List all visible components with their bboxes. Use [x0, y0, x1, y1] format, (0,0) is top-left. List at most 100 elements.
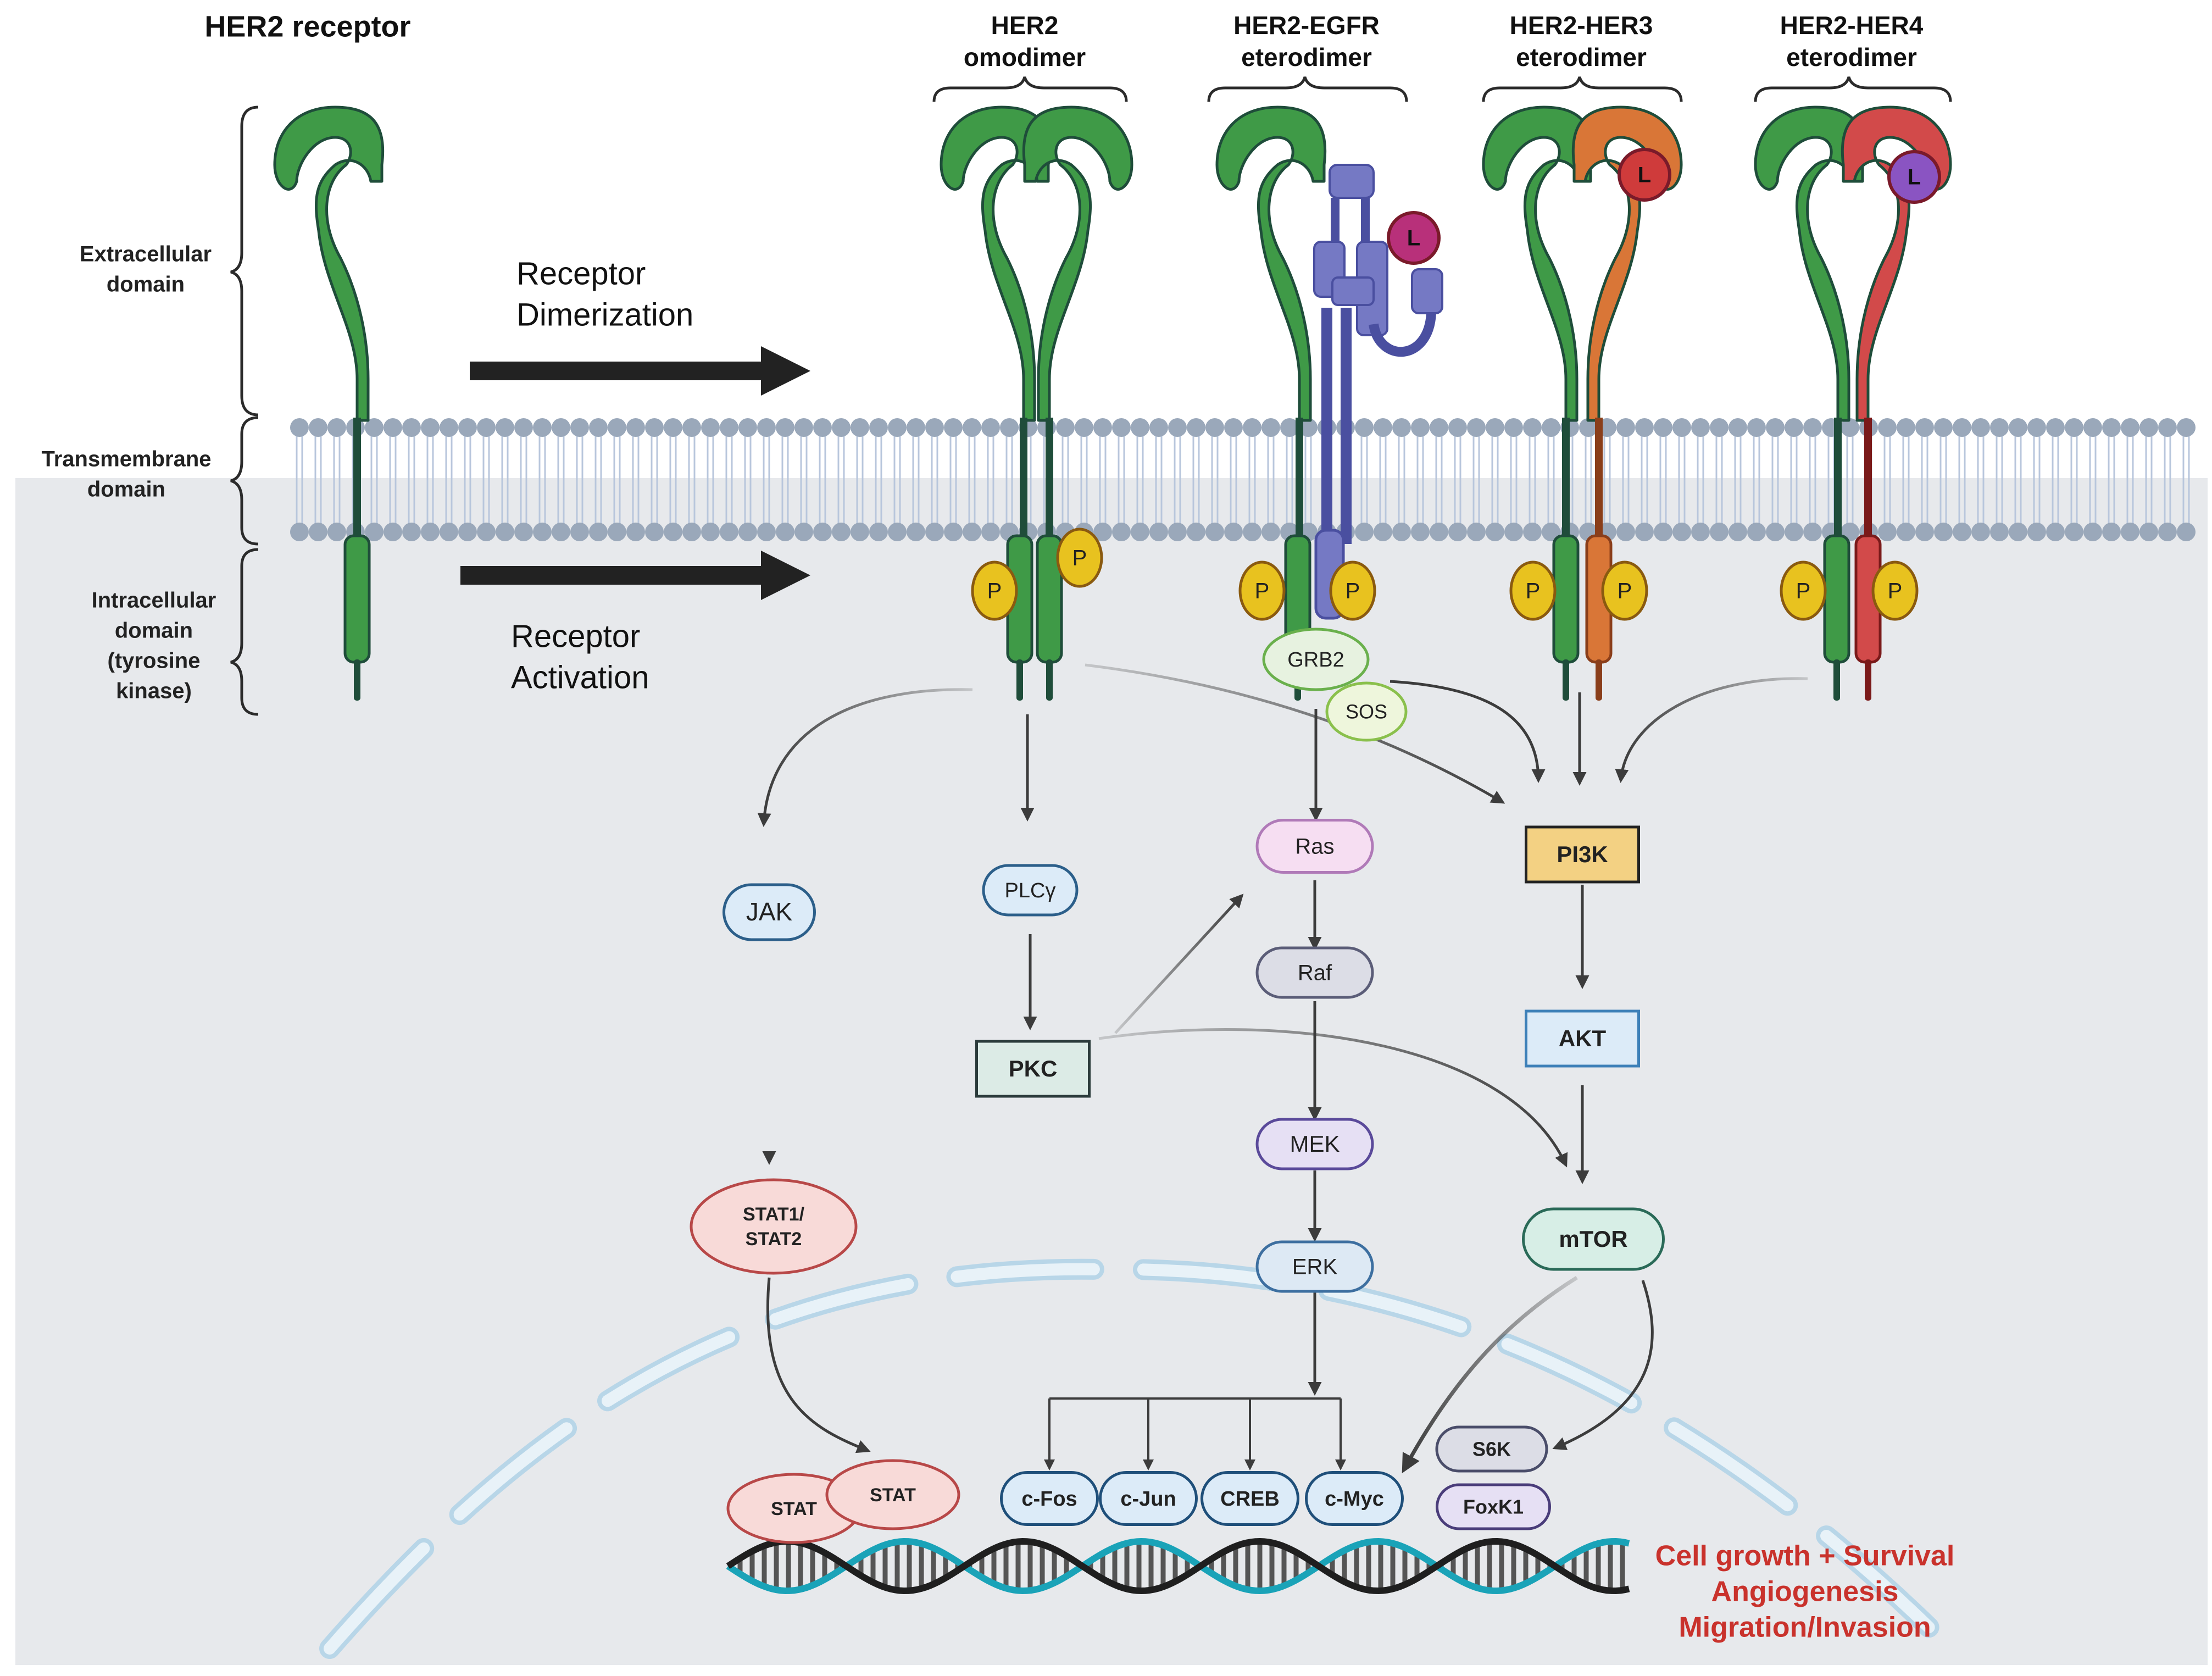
homodimer-phospho-left: P [971, 560, 1018, 621]
ligand-label: L [1638, 163, 1651, 187]
her2-monomer-kinase [343, 534, 371, 664]
sos-node-label: SOS [1346, 701, 1387, 723]
her3-phospho-right: P [1601, 560, 1648, 621]
dimer-title: eterodimer [1241, 43, 1372, 71]
raf-node-label: Raf [1298, 961, 1332, 985]
stat12-node-label-1: STAT1/ [743, 1204, 805, 1225]
her4-dimer-her2-kinase [1823, 534, 1850, 664]
homodimer-phospho-right: P [1056, 528, 1103, 588]
foxk1-node: FoxK1 [1436, 1483, 1551, 1530]
ras-node-label: Ras [1295, 835, 1334, 859]
creb-node-label: CREB [1220, 1488, 1280, 1511]
s6k-node-label: S6K [1472, 1438, 1511, 1461]
grb2-node-label: GRB2 [1287, 648, 1344, 671]
mek-node: MEK [1255, 1118, 1374, 1170]
phospho-label: P [1255, 579, 1270, 603]
her3-dimer-her2-kinase [1552, 534, 1580, 664]
pi3k-node-label: PI3K [1557, 841, 1608, 867]
intracellular-domain-label: kinase) [116, 679, 192, 703]
creb-node: CREB [1201, 1471, 1299, 1526]
her3-dimer-her2-extracellular [1482, 106, 1593, 422]
receptor-dimerization-label: Receptor [516, 256, 646, 291]
pkc-node: PKC [975, 1040, 1091, 1098]
her2-her3-heterodimer: L P P [1482, 106, 1683, 701]
s6k-node: S6K [1435, 1425, 1548, 1473]
her4-extracellular [1841, 106, 1952, 422]
cmyc-node-label: c-Myc [1325, 1488, 1384, 1511]
receptor-dimerization-label: Dimerization [516, 297, 693, 332]
stat-node-a-label: STAT [771, 1499, 817, 1519]
phospho-label: P [1796, 579, 1811, 603]
egfr-phospho-right: P [1329, 560, 1376, 621]
activation-arrow [460, 551, 810, 600]
ligand-label: L [1407, 226, 1420, 251]
erk-node: ERK [1255, 1240, 1374, 1293]
dna-helix [726, 1538, 1630, 1595]
her2-monomer-extracellular [273, 106, 385, 422]
mek-node-label: MEK [1290, 1131, 1340, 1157]
mtor-node-label: mTOR [1559, 1226, 1627, 1252]
cytoplasm-region [15, 478, 2208, 1665]
phospho-label: P [1072, 546, 1087, 570]
her4-phospho-left: P [1780, 560, 1827, 621]
her4-ligand: L [1887, 150, 1941, 204]
her2-homodimer: PP [940, 106, 1133, 701]
dimerization-arrow [470, 346, 810, 396]
egfr-domain-1 [1329, 164, 1375, 199]
cfos-node-label: c-Fos [1021, 1488, 1077, 1511]
outcome-label: Migration/Invasion [1679, 1612, 1931, 1644]
stat12-node-label-2: STAT2 [746, 1229, 802, 1250]
pkc-node-label: PKC [1009, 1056, 1058, 1081]
stat-node-b: STAT [825, 1459, 960, 1530]
plcg-node-label: PLCγ [1005, 879, 1056, 902]
extracellular-domain-label: Extracellular [80, 242, 212, 267]
egfr-phospho-left: P [1238, 560, 1286, 621]
her4-phospho-right: P [1871, 560, 1919, 621]
extracellular-domain-label: domain [107, 273, 185, 297]
phospho-label: P [1526, 579, 1541, 603]
phospho-label: P [987, 579, 1002, 603]
domain-braces [230, 106, 259, 716]
her2-monomer [273, 106, 385, 701]
receptor-activation-label: Activation [511, 659, 649, 695]
dimer-title: HER2-EGFR [1233, 11, 1380, 40]
outcome-label: Angiogenesis [1711, 1576, 1899, 1608]
foxk1-node-label: FoxK1 [1463, 1496, 1524, 1518]
sos-node: SOS [1325, 681, 1408, 742]
akt-node: AKT [1525, 1009, 1640, 1068]
cfos-node: c-Fos [1000, 1471, 1099, 1526]
ras-node: Ras [1255, 819, 1374, 874]
akt-node-label: AKT [1559, 1025, 1607, 1051]
plcg-node: PLCγ [982, 864, 1079, 917]
intracellular-domain-label: Intracellular [92, 589, 216, 613]
transmembrane-domain-label: domain [87, 478, 165, 502]
dimer-title: eterodimer [1786, 43, 1917, 71]
jak-node-label: JAK [746, 897, 793, 926]
her3-phospho-left: P [1509, 560, 1557, 621]
dimer-title: HER2-HER4 [1780, 11, 1924, 40]
labels-layer: HER2 receptorExtracellulardomainTransmem… [41, 10, 1954, 1643]
cjun-node-label: c-Jun [1120, 1488, 1176, 1511]
outcome-label: Cell growth + Survival [1655, 1540, 1955, 1572]
her3-ligand: L [1618, 148, 1671, 202]
her4-dimer-her2-extracellular [1754, 106, 1865, 422]
raf-node: Raf [1255, 946, 1374, 999]
homodimer-left-extracellular [940, 106, 1051, 422]
receptor-activation-label: Receptor [511, 618, 640, 654]
egfr-dimer-her2-extracellular [1215, 106, 1327, 422]
jak-node: JAK [722, 883, 816, 941]
cmyc-node: c-Myc [1305, 1471, 1404, 1526]
ligand-label: L [1908, 165, 1921, 190]
her2-her4-heterodimer: L P P [1754, 106, 1952, 701]
phospho-label: P [1346, 579, 1360, 603]
dimer-title: omodimer [964, 43, 1086, 71]
egfr-ligand: L [1387, 211, 1441, 265]
dimer-title: HER2-HER3 [1510, 11, 1653, 40]
erk-node-label: ERK [1292, 1255, 1338, 1279]
cjun-node: c-Jun [1099, 1471, 1198, 1526]
dimer-braces [932, 76, 1952, 102]
pathway-arrows [757, 663, 1808, 1474]
dimer-title: eterodimer [1516, 43, 1647, 71]
